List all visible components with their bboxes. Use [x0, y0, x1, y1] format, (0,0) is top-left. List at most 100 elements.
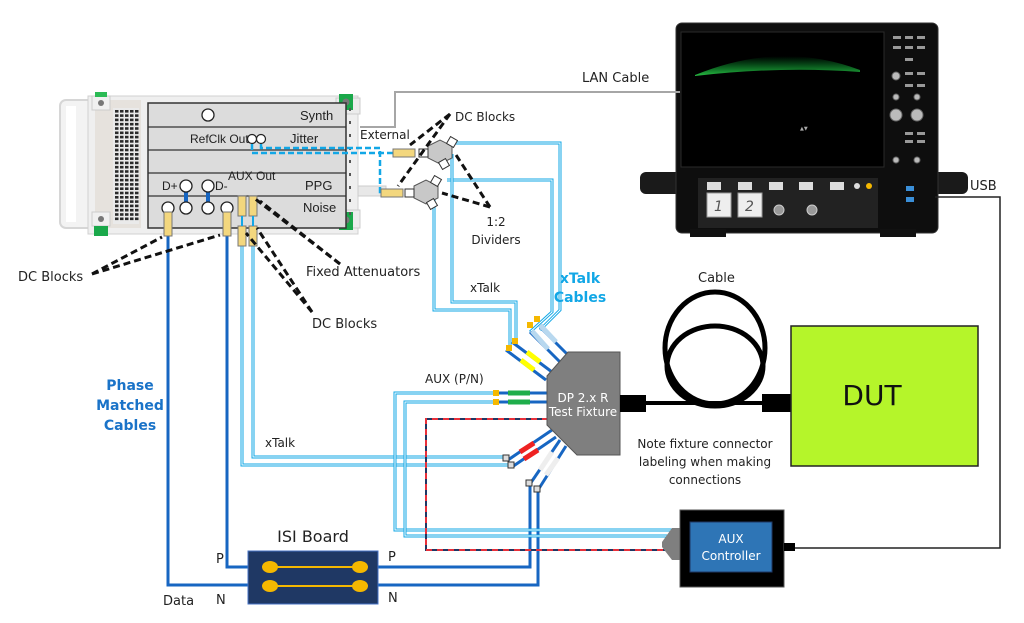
- handle-inner: [66, 106, 76, 222]
- vent-slot: [120, 153, 124, 156]
- vent-slot: [120, 127, 124, 130]
- vent-slot: [115, 217, 119, 221]
- vent-slot: [120, 196, 124, 199]
- vent-slot: [115, 191, 119, 195]
- vent-slot: [125, 135, 129, 139]
- refclk-port-2[interactable]: [255, 133, 267, 145]
- vent-slot: [130, 191, 134, 195]
- vent-slot: [135, 131, 139, 135]
- vent-slot: [135, 196, 139, 199]
- vent-slot: [115, 140, 119, 143]
- vent-slot: [125, 161, 129, 165]
- vent-slot: [120, 217, 124, 221]
- scope-knob: [910, 108, 924, 122]
- aux-connector: [662, 528, 680, 560]
- vent-slot: [135, 200, 139, 203]
- vent-slot: [125, 140, 129, 143]
- fixture-body: [546, 351, 621, 456]
- vent-slot: [115, 122, 119, 126]
- d-minus-label: D-: [215, 179, 228, 193]
- vent-slot: [130, 217, 134, 221]
- vent-slot: [120, 122, 124, 126]
- scope-screen: [680, 31, 885, 168]
- noise-port-2[interactable]: [179, 201, 193, 215]
- vent-slot: [120, 204, 124, 208]
- usb-port-icon[interactable]: [906, 186, 914, 191]
- vent-slot: [120, 148, 124, 152]
- isi-pad: [262, 561, 278, 573]
- fixed-attenuator: [237, 195, 247, 217]
- channel-2-label: 2: [745, 199, 754, 215]
- scope-led: [866, 183, 872, 189]
- dc-block: [237, 225, 247, 247]
- d-minus-port[interactable]: [201, 179, 215, 193]
- synth-port[interactable]: [201, 108, 215, 122]
- dc-blocks-left-label: DC Blocks: [18, 270, 83, 285]
- vent-slot: [125, 217, 129, 221]
- scope-button: [917, 46, 925, 49]
- light-blue-sleeve: [530, 329, 550, 351]
- vent-slot: [120, 114, 124, 117]
- vent-slot: [125, 213, 129, 216]
- oscilloscope: ▲▼ 1 2: [640, 22, 968, 237]
- vent-slot: [120, 157, 124, 160]
- vent-slot: [130, 174, 134, 178]
- scope-foot: [880, 229, 916, 237]
- vent-slot: [115, 131, 119, 135]
- vent-slot: [125, 157, 129, 160]
- refclk-port-1[interactable]: [246, 133, 258, 145]
- lan-cable-label: LAN Cable: [582, 71, 649, 86]
- aux-controller-line1: AUX: [718, 532, 743, 546]
- vent-slot: [115, 144, 119, 147]
- scope-button: [917, 72, 925, 75]
- sma-connector: [527, 322, 533, 328]
- vent-slot: [135, 148, 139, 152]
- vent-slot: [120, 213, 124, 216]
- vent-slot: [135, 161, 139, 165]
- vent-slot: [115, 183, 119, 186]
- isi-pad: [262, 580, 278, 592]
- vent-slot: [115, 148, 119, 152]
- aux-xtalk-cables: [240, 246, 510, 467]
- vent-slot: [115, 118, 119, 122]
- power-divider: [418, 135, 459, 171]
- dc-block: [392, 148, 416, 158]
- vent-slot: [135, 114, 139, 117]
- d-plus-port[interactable]: [179, 179, 193, 193]
- vent-slot: [130, 178, 134, 182]
- scope-button: [917, 36, 925, 39]
- phase-matched-label-line3: Cables: [104, 418, 156, 434]
- scope-controls: [889, 36, 925, 164]
- channel-1-badge: [706, 192, 732, 218]
- usb-port[interactable]: [784, 543, 795, 551]
- scope-knob: [892, 93, 900, 101]
- phase-matched-label-line1: Phase: [106, 378, 154, 394]
- isi-n-left: N: [216, 593, 226, 608]
- sma-connector: [507, 461, 515, 469]
- scope-foot: [690, 229, 726, 237]
- scope-button: [905, 36, 913, 39]
- vent-slot: [125, 165, 129, 169]
- vent-slot: [130, 204, 134, 208]
- xtalk-upper-label: xTalk: [470, 281, 500, 295]
- vent-slot: [120, 165, 124, 169]
- cable-coil: [662, 289, 768, 407]
- dividers-label-line2: Dividers: [471, 233, 520, 247]
- refclk-out-label: RefClk Out: [190, 132, 249, 146]
- usb-port-icon[interactable]: [906, 197, 914, 202]
- green-latch-bottom-left: [94, 226, 108, 236]
- vent-slot: [115, 213, 119, 216]
- sma-connector: [534, 316, 540, 322]
- scope-input-port: [707, 182, 721, 190]
- fixture-label-line1: DP 2.x R: [558, 391, 609, 405]
- vent-slot: [135, 140, 139, 143]
- dc-block: [163, 211, 173, 237]
- vent-slot: [120, 183, 124, 186]
- vent-slot: [125, 200, 129, 203]
- vent-slot: [130, 148, 134, 152]
- callout-arrows: [91, 112, 492, 313]
- scope-input-port: [830, 182, 844, 190]
- noise-port-3[interactable]: [201, 201, 215, 215]
- vent-slot: [120, 131, 124, 135]
